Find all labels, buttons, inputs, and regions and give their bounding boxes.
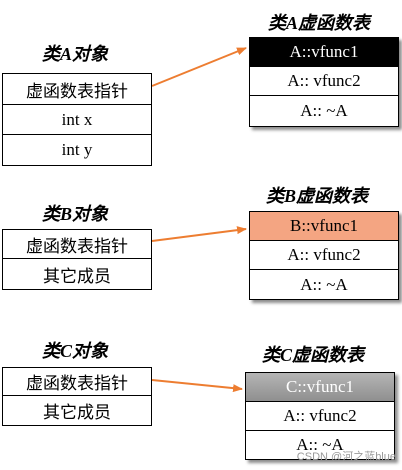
object-c-title: 类C对象	[42, 341, 109, 361]
object-a-title: 类A对象	[42, 44, 109, 64]
vtable-a-row-dtor: A:: ~A	[249, 96, 399, 127]
vtable-a-row-vfunc2: A:: vfunc2	[249, 67, 399, 96]
arrow-a	[151, 47, 247, 87]
arrow-c	[151, 379, 243, 393]
vtable-c-row-vfunc2: A:: vfunc2	[245, 402, 395, 431]
object-c-other-members: 其它成员	[2, 396, 152, 426]
vtable-a-box: A::vfunc1 A:: vfunc2 A:: ~A	[249, 37, 399, 127]
object-a-field-x: int x	[2, 105, 152, 135]
object-b-title: 类B对象	[42, 204, 109, 224]
arrow-b	[151, 226, 247, 242]
vtable-b-title: 类B虚函数表	[266, 186, 369, 206]
object-b-vptr: 虚函数表指针	[2, 229, 152, 259]
vtable-c-row-dtor: A:: ~A	[245, 431, 395, 460]
object-b-box: 虚函数表指针 其它成员	[2, 229, 152, 290]
watermark: CSDN @河之蓝blue	[296, 451, 396, 463]
vtable-c-row-vfunc1: C::vfunc1	[245, 372, 395, 402]
object-a-box: 虚函数表指针 int x int y	[2, 73, 152, 166]
vtable-a-row-vfunc1: A::vfunc1	[249, 37, 399, 67]
object-c-vptr: 虚函数表指针	[2, 367, 152, 396]
object-a-field-y: int y	[2, 135, 152, 166]
vtable-c-title: 类C虚函数表	[262, 345, 365, 365]
vtable-b-row-vfunc2: A:: vfunc2	[249, 241, 399, 270]
vtable-b-box: B::vfunc1 A:: vfunc2 A:: ~A	[249, 211, 399, 300]
vtable-b-row-dtor: A:: ~A	[249, 270, 399, 300]
vtable-b-row-vfunc1: B::vfunc1	[249, 211, 399, 241]
vtable-c-box: C::vfunc1 A:: vfunc2 A:: ~A	[245, 372, 395, 460]
object-b-other-members: 其它成员	[2, 259, 152, 290]
object-a-vptr: 虚函数表指针	[2, 73, 152, 105]
object-c-box: 虚函数表指针 其它成员	[2, 367, 152, 426]
vtable-a-title: 类A虚函数表	[268, 13, 371, 33]
